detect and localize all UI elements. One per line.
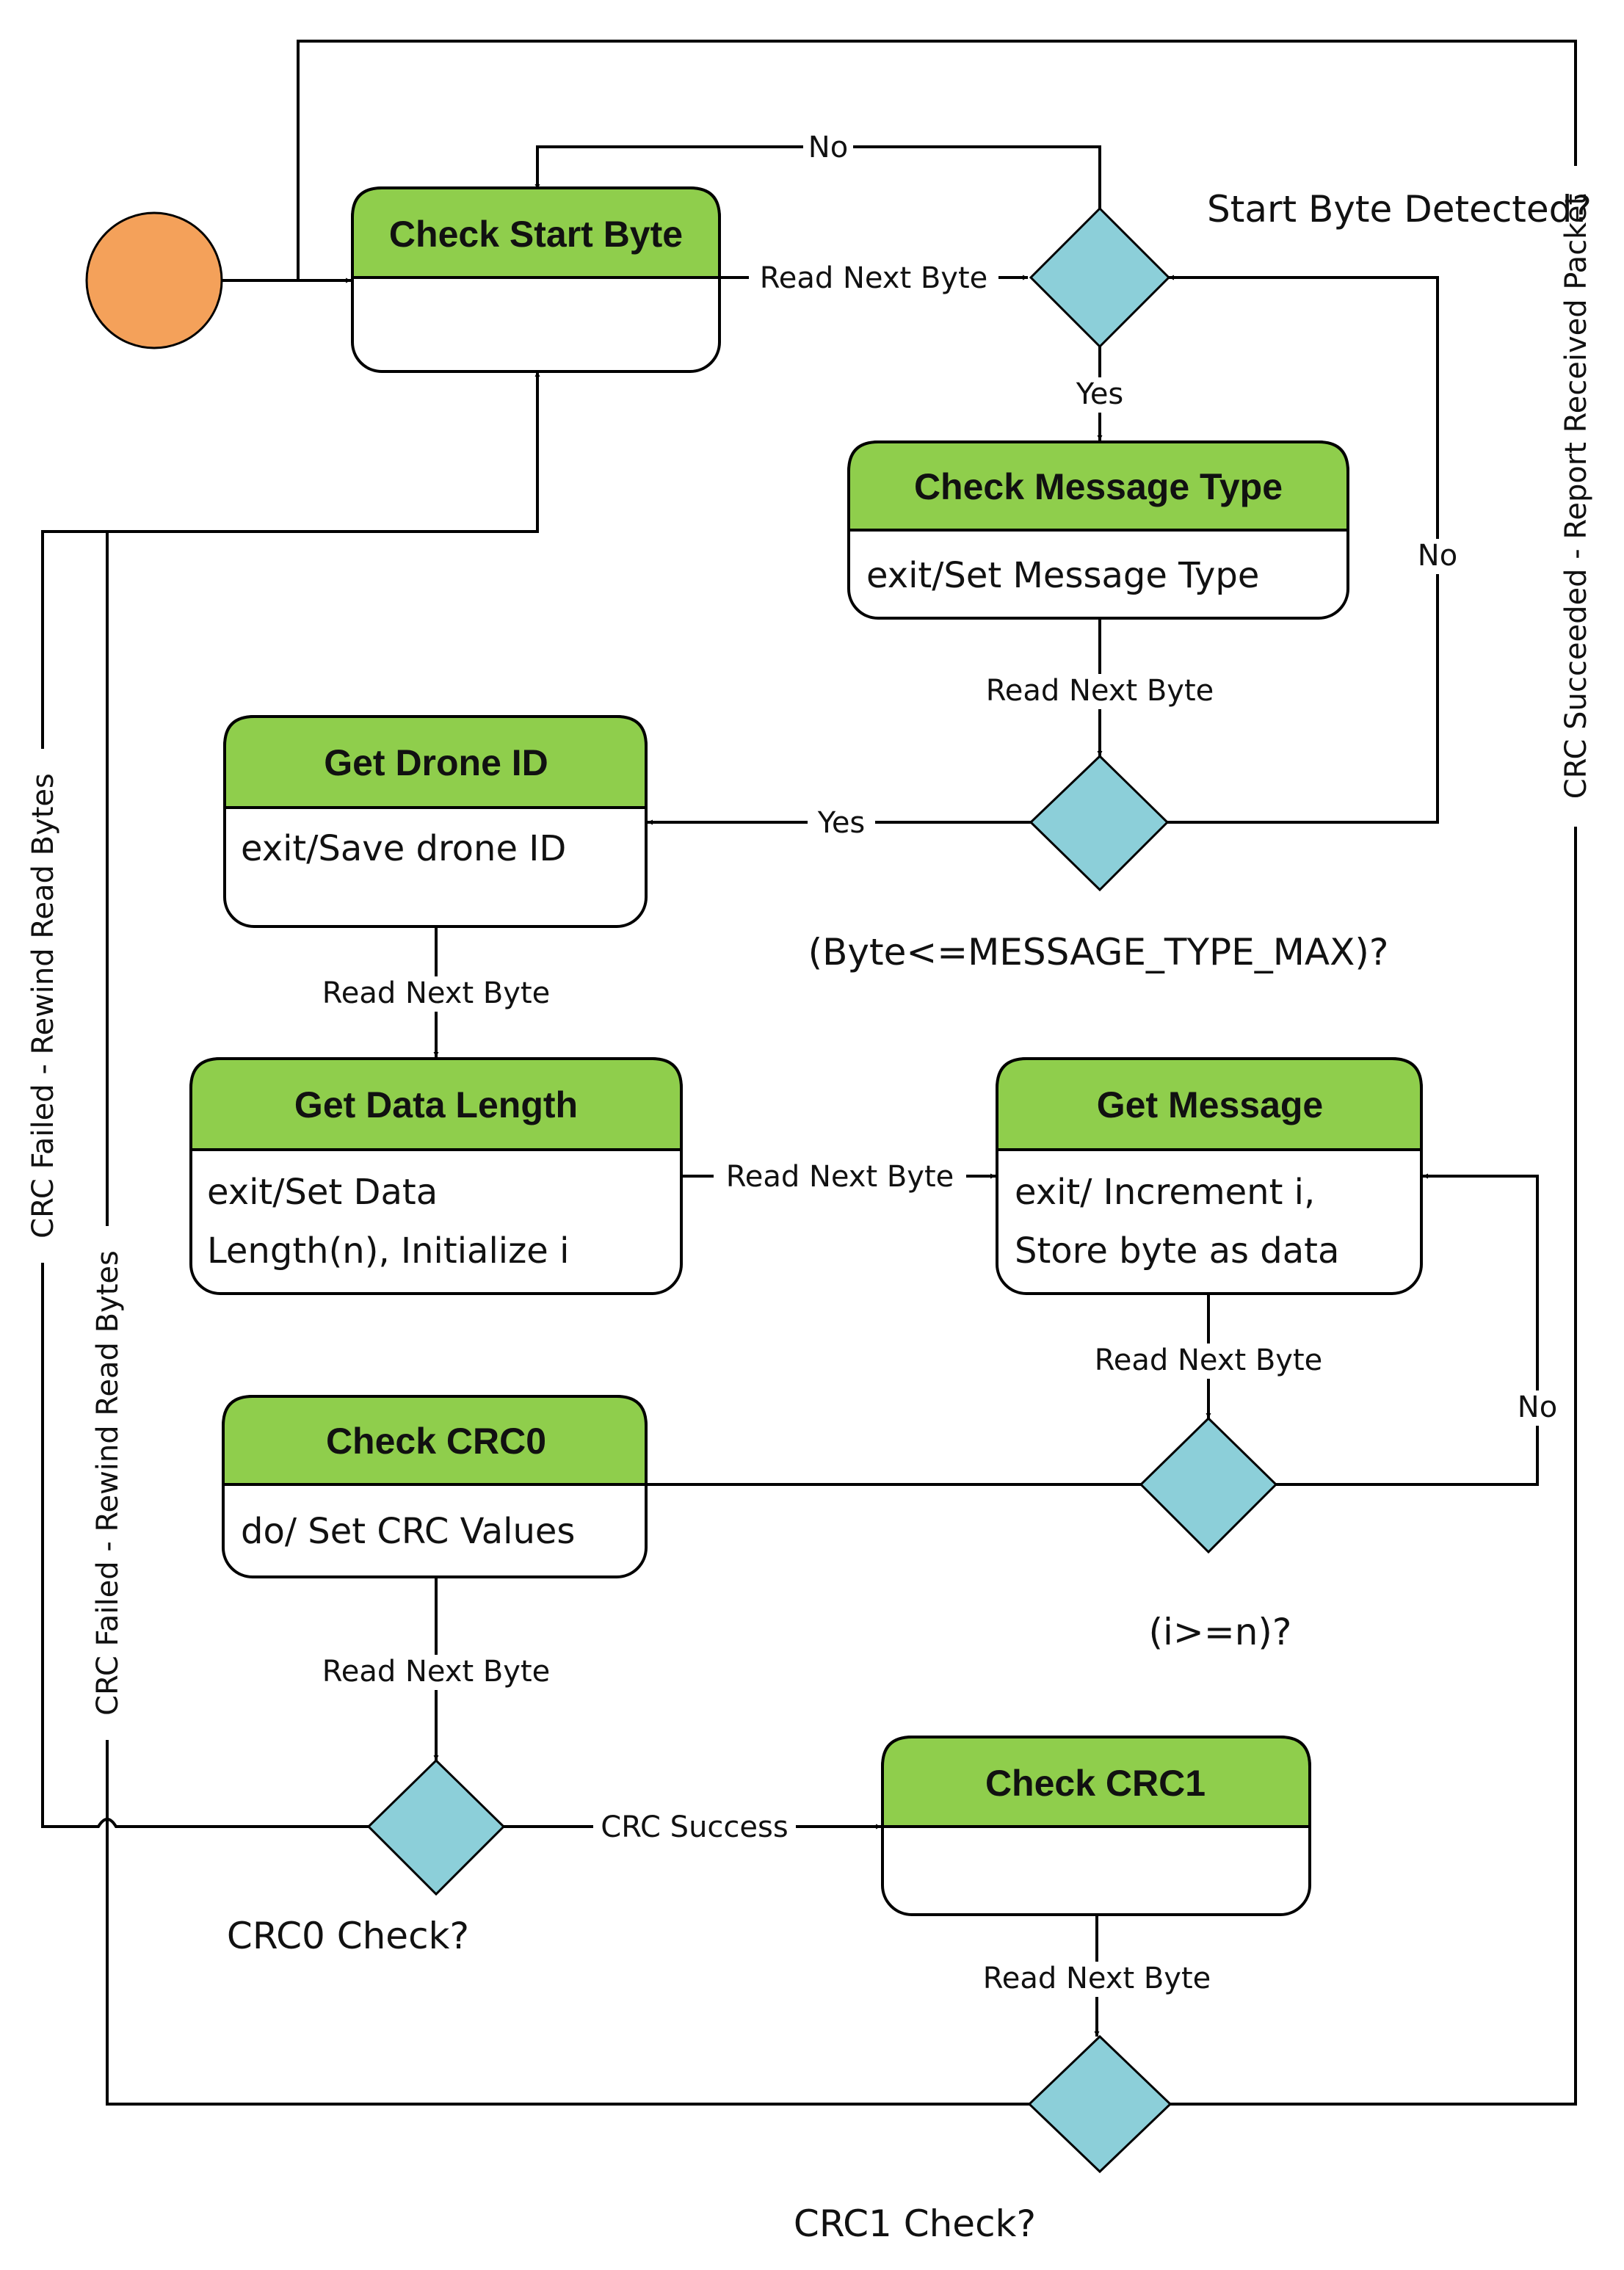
label-crc-success: CRC Success [601, 1810, 788, 1844]
initial-state [85, 211, 223, 349]
state-check-crc0: Check CRC0 do/ Set CRC Values [222, 1395, 648, 1578]
label-no-top: No [808, 131, 848, 164]
edge-d3-no [1276, 1173, 1539, 1486]
label-read-next-byte-5: Read Next Byte [1095, 1343, 1323, 1377]
condition-crc0: CRC0 Check? [227, 1915, 469, 1957]
state-get-drone-id: Get Drone ID exit/Save drone ID [223, 715, 648, 928]
state-get-message: Get Message exit/ Increment i, Store byt… [996, 1057, 1423, 1295]
state-title: Get Drone ID [324, 742, 548, 783]
state-title: Get Data Length [294, 1084, 578, 1125]
label-yes-1: Yes [1076, 377, 1124, 411]
state-check-message-type: Check Message Type exit/Set Message Type [847, 440, 1349, 620]
label-read-next-byte-1: Read Next Byte [760, 261, 988, 295]
state-get-data-length: Get Data Length exit/Set Data Length(n),… [189, 1057, 683, 1295]
state-check-start-byte: Check Start Byte [351, 186, 721, 373]
edge-crc-succeeded-loop [297, 40, 1577, 2106]
decision-crc0 [366, 1758, 506, 1896]
state-header [847, 440, 1349, 532]
state-title: Check CRC0 [326, 1421, 546, 1462]
condition-message-count: (i>=n)? [1149, 1611, 1292, 1653]
state-action-line-1: exit/Set Data [207, 1172, 438, 1213]
condition-message-type: (Byte<=MESSAGE_TYPE_MAX)? [808, 931, 1389, 973]
state-action: exit/Save drone ID [241, 828, 566, 869]
label-crc-failed-1: CRC Failed - Rewind Read Bytes [26, 773, 60, 1239]
label-read-next-byte-4: Read Next Byte [726, 1160, 954, 1194]
decision-message-count [1139, 1416, 1278, 1554]
edge-labels: No Read Next Byte Yes Read Next Byte No … [25, 129, 1593, 1997]
state-check-crc1: Check CRC1 [881, 1736, 1311, 1916]
decision-start-byte [1029, 206, 1171, 349]
edge-d5-failed [106, 532, 1029, 2106]
label-read-next-byte-3: Read Next Byte [322, 976, 551, 1010]
state-title: Check CRC1 [985, 1763, 1206, 1804]
decision-crc1 [1027, 2034, 1172, 2174]
label-crc-succeeded: CRC Succeeded - Report Received Packet [1559, 194, 1593, 799]
state-action-line-2: Store byte as data [1015, 1230, 1339, 1272]
label-read-next-byte-2: Read Next Byte [986, 674, 1214, 708]
state-header [222, 1395, 648, 1486]
state-title: Check Message Type [914, 466, 1283, 507]
condition-start-byte: Start Byte Detected? [1207, 188, 1592, 231]
condition-labels: Start Byte Detected? (Byte<=MESSAGE_TYPE… [227, 182, 1592, 2245]
state-action-line-2: Length(n), Initialize i [207, 1230, 569, 1272]
label-read-next-byte-6: Read Next Byte [322, 1655, 551, 1689]
label-no-right: No [1418, 539, 1457, 573]
label-crc-failed-2: CRC Failed - Rewind Read Bytes [91, 1250, 125, 1716]
condition-crc1: CRC1 Check? [794, 2202, 1036, 2245]
state-header [351, 186, 721, 279]
label-read-next-byte-7: Read Next Byte [983, 1962, 1211, 1995]
label-yes-2: Yes [817, 806, 866, 840]
state-header [881, 1736, 1311, 1828]
state-header [996, 1057, 1423, 1151]
label-no-msg: No [1518, 1390, 1557, 1424]
decision-message-type [1029, 754, 1170, 892]
state-header [189, 1057, 683, 1151]
state-action: exit/Set Message Type [866, 555, 1259, 596]
state-action-line-1: exit/ Increment i, [1015, 1172, 1315, 1213]
state-title: Check Start Byte [389, 214, 683, 255]
state-header [223, 715, 648, 809]
state-action: do/ Set CRC Values [241, 1511, 575, 1552]
state-title: Get Message [1097, 1084, 1323, 1125]
